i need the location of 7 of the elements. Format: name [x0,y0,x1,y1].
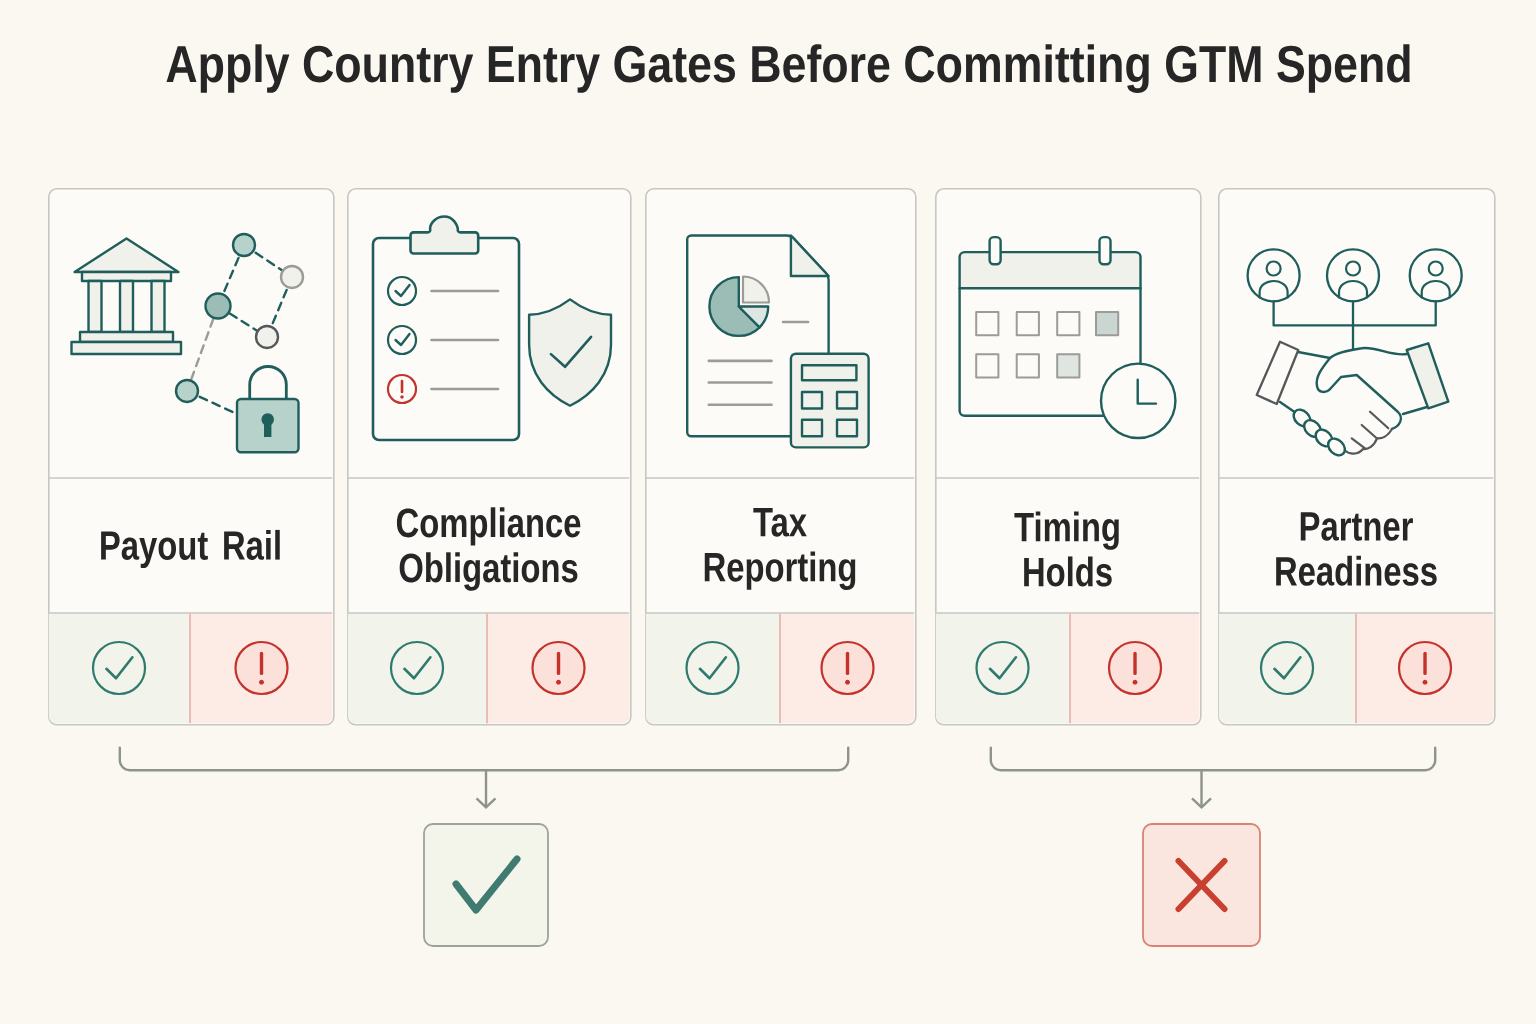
check-icon [423,823,549,947]
arrow [475,769,497,810]
bracket [989,746,1437,772]
bracket [118,746,850,772]
arrow [1191,769,1212,810]
cross-icon [1142,823,1261,947]
title: Apply Country Entry Gates Before Committing GTM Spend [166,44,1410,93]
